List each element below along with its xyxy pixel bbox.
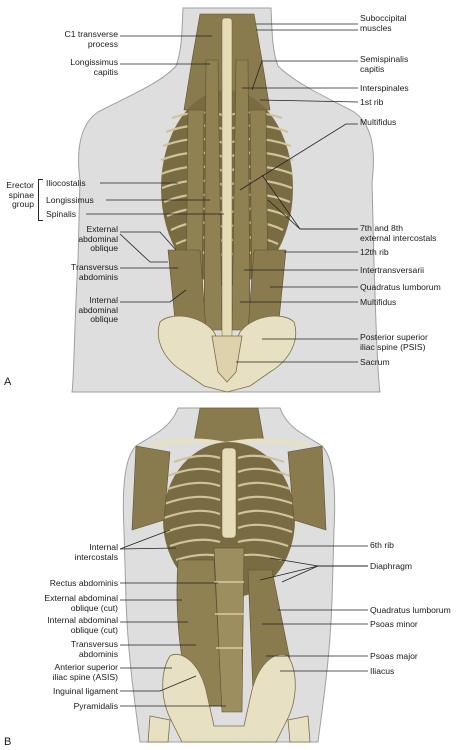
sacrum (211, 335, 243, 383)
label-longissimus-capitis: Longissimus capitis (70, 57, 118, 77)
label-inguinal-ligament: Inguinal ligament (53, 686, 118, 696)
label-12th-rib: 12th rib (360, 247, 389, 257)
label-psis: Posterior superior iliac spine (PSIS) (360, 332, 428, 352)
label-multifidus-lower: Multifidus (360, 297, 397, 307)
label-quadratus-lumborum-b: Quadratus lumborum (370, 605, 451, 615)
rectus-abdominis (213, 547, 245, 713)
label-iliacus: Iliacus (370, 666, 395, 676)
label-sacrum: Sacrum (360, 357, 390, 367)
label-interspinales: Interspinales (360, 83, 409, 93)
label-diaphragm: Diaphragm (370, 561, 413, 571)
label-c1-transverse-process: C1 transverse process (64, 29, 119, 49)
label-transversus-abdominis-b: Transversus abdominis (71, 639, 118, 659)
femurs (147, 715, 311, 743)
sternum (221, 447, 237, 539)
label-suboccipital-muscles: Suboccipital muscles (360, 13, 407, 33)
label-transversus-abdominis: Transversus abdominis (71, 262, 118, 282)
panel-a-letter: A (4, 376, 12, 388)
label-quadratus-lumborum-a: Quadratus lumborum (360, 282, 441, 292)
shoulder-muscles (131, 445, 327, 531)
label-internal-abdominal-oblique-cut: Internal abdominal oblique (cut) (47, 615, 118, 635)
erector-spinae-bracket (38, 179, 43, 221)
label-external-abdominal-oblique-cut: External abdominal oblique (cut) (44, 593, 118, 613)
label-psoas-major: Psoas major (370, 651, 418, 661)
label-pyramidalis: Pyramidalis (73, 701, 118, 711)
label-7th-8th-external-intercostals: 7th and 8th external intercostals (360, 223, 437, 243)
label-6th-rib: 6th rib (370, 540, 394, 550)
label-semispinalis-capitis: Semispinalis capitis (360, 54, 409, 74)
label-1st-rib: 1st rib (360, 97, 384, 107)
label-asis: Anterior superior iliac spine (ASIS) (52, 662, 118, 682)
pelvis (157, 315, 297, 393)
label-longissimus: Longissimus (46, 195, 94, 205)
label-iliocostalis: Iliocostalis (46, 178, 86, 188)
label-rectus-abdominis: Rectus abdominis (49, 578, 118, 588)
label-spinalis: Spinalis (46, 209, 77, 219)
label-psoas-minor: Psoas minor (370, 619, 418, 629)
ribs-anterior (163, 454, 295, 562)
label-internal-intercostals: Internal intercostals (74, 542, 118, 562)
label-multifidus-upper: Multifidus (360, 117, 397, 127)
neck-front (193, 407, 265, 443)
panel-b-letter: B (4, 736, 12, 748)
label-internal-abdominal-oblique: Internal abdominal oblique (78, 295, 118, 325)
label-external-abdominal-oblique: External abdominal oblique (78, 224, 118, 254)
label-erector-spinae-group: Erector spinae group (6, 180, 34, 210)
label-intertransversarii: Intertransversarii (360, 265, 424, 275)
rectus-tendinous-intersections (214, 581, 244, 649)
